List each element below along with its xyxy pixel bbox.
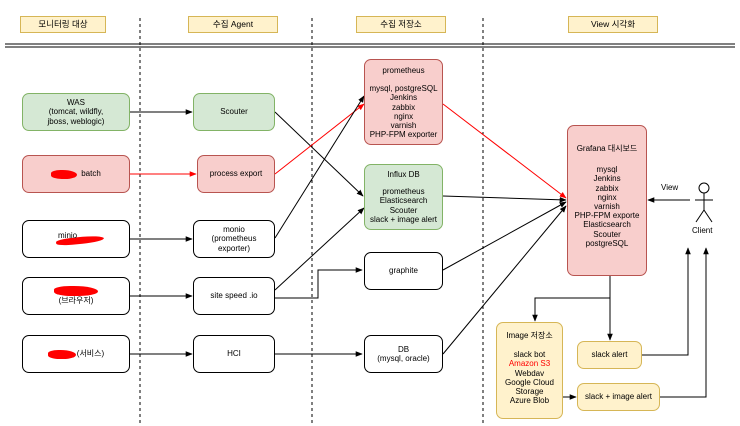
arrow-grafana-imagestore [532, 276, 611, 322]
agent-sitespeed: site speed .io [193, 277, 275, 315]
agent-scouter: Scouter [193, 93, 275, 131]
store-influxdb: Influx DB prometheus Elasticsearch Scout… [364, 164, 443, 230]
arrow-process-prometheus [274, 103, 365, 175]
store-db: DB (mysql, oracle) [364, 335, 443, 373]
arrow-graphite-grafana [442, 201, 567, 271]
arrow-slackimage-client [660, 247, 709, 398]
arrow-db-grafana [442, 205, 567, 355]
header-monitoring-target: 모니터링 대상 [20, 16, 106, 33]
arrow-sitespeed-influx [274, 207, 365, 291]
target-service: (서비스) [22, 335, 130, 373]
image-store-item: Storage [515, 386, 544, 396]
target-batch: batch [22, 155, 130, 193]
store-prometheus: prometheus mysql, postgreSQL Jenkins zab… [364, 59, 443, 145]
redacted-mark [47, 349, 76, 359]
redacted-mark [54, 286, 98, 297]
image-store-item: Webdav [514, 368, 545, 378]
image-store-item: Amazon S3 [508, 359, 551, 369]
header-view-visualize: View 시각화 [568, 16, 658, 33]
arrow-influx-grafana [442, 195, 567, 203]
image-store-item: slack bot [513, 350, 546, 360]
arrow-monio-prometheus [274, 95, 365, 239]
header-collect-agent: 수집 Agent [188, 16, 278, 33]
arrow-scouter-influx [274, 111, 364, 197]
client-actor-icon [695, 182, 713, 223]
target-minio: minio [22, 220, 130, 258]
image-store-item: Google Cloud [505, 377, 554, 387]
redacted-mark [51, 169, 78, 179]
store-graphite: graphite [364, 252, 443, 290]
header-collect-storage: 수집 저장소 [356, 16, 446, 33]
agent-process-export: process export [197, 155, 275, 193]
agent-monio-exporter: monio (prometheus exporter) [193, 220, 275, 258]
arrow-sitespeed-graphite [275, 267, 363, 299]
grafana-dashboard: Grafana 대시보드 mysql Jenkins zabbix nginx … [567, 125, 647, 276]
image-store-item: Azure Blob [509, 396, 550, 406]
view-label: View [661, 183, 679, 192]
client-label: Client [692, 226, 713, 235]
target-was: WAS (tomcat, wildfly, jboss, weblogic) [22, 93, 130, 131]
arrow-prometheus-grafana [442, 103, 567, 199]
agent-hci: HCI [193, 335, 275, 373]
slack-alert: slack alert [577, 341, 642, 369]
arrow-slackalert-client [642, 247, 691, 356]
target-browser: (브라우저) [22, 277, 130, 315]
slack-image-alert: slack + image alert [577, 383, 660, 411]
